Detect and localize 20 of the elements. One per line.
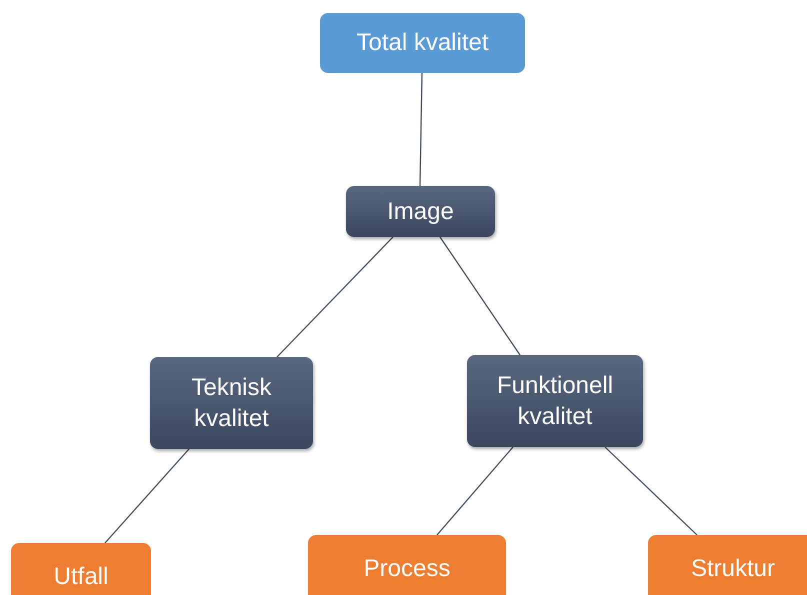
node-box	[150, 357, 313, 449]
node-box	[346, 186, 495, 237]
connector-line	[436, 446, 514, 536]
node-label: Struktur	[690, 554, 776, 584]
node-box	[320, 13, 525, 73]
connector-line	[419, 72, 423, 186]
node-label: Process	[364, 554, 450, 584]
connector-line	[440, 236, 520, 356]
node-label: Utfall	[54, 562, 108, 592]
connector-line	[276, 236, 394, 358]
node-box	[11, 543, 151, 595]
node-label: Image	[387, 196, 454, 227]
connector-line	[604, 446, 698, 536]
node-box	[648, 535, 807, 595]
node-box	[308, 535, 506, 595]
node-box	[467, 355, 643, 447]
node-label: Total kvalitet	[356, 28, 489, 58]
node-label: Funktionell kvalitet	[496, 370, 614, 432]
connector-line	[104, 448, 190, 544]
node-label: Teknisk kvalitet	[190, 372, 273, 434]
